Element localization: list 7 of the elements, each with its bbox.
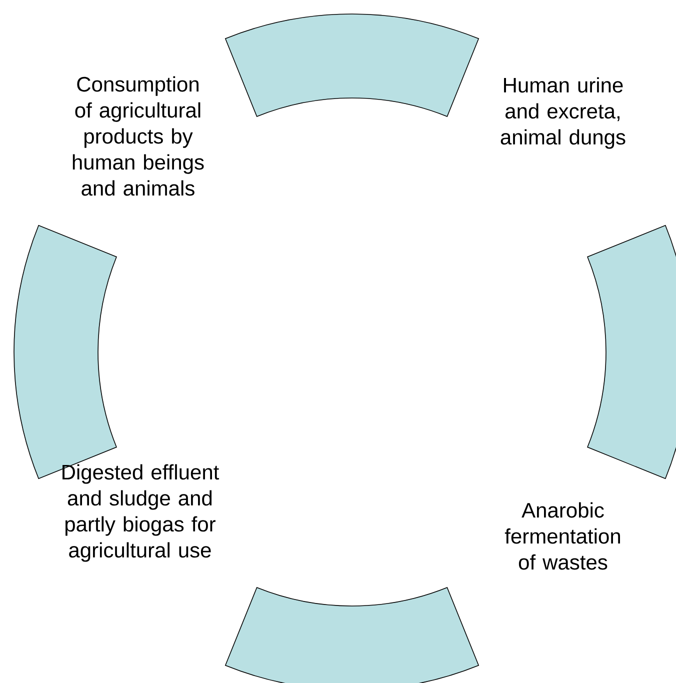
cycle-step-text: Consumption of agricultural products by human beings and animals — [72, 76, 204, 196]
cycle-step-text: Digested effluent and sludge and partly biogas for agricultural use — [62, 464, 220, 562]
ring-segment — [587, 224, 676, 480]
cycle-step-text: Anarobic fermentation of wastes — [504, 502, 620, 570]
ring-segment — [224, 14, 479, 117]
cycle-step-text: Human urine and excreta, animal dungs — [500, 77, 626, 149]
ring-segment — [224, 587, 479, 683]
